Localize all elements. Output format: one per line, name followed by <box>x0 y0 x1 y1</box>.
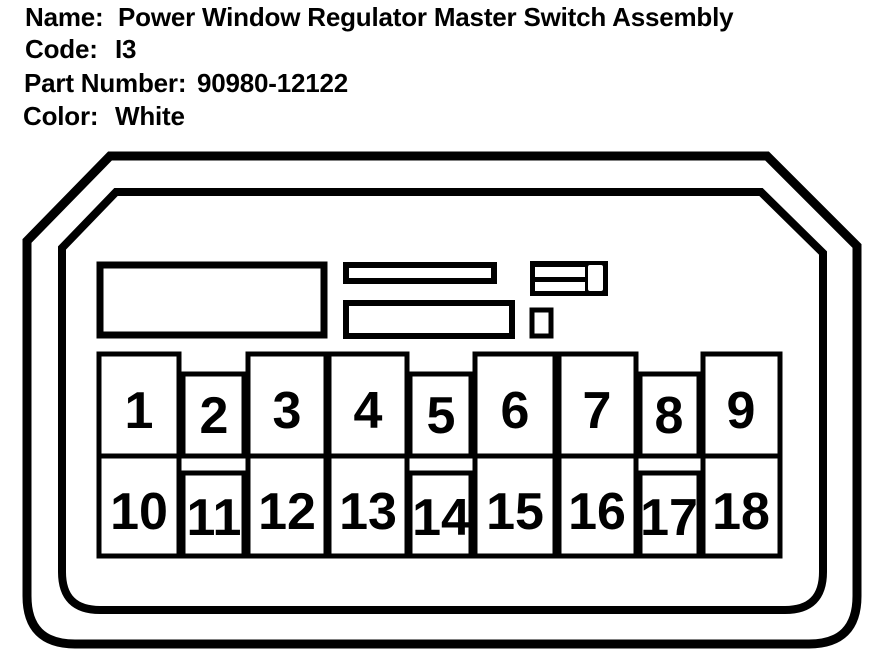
color-value: White <box>115 101 185 131</box>
pin-cavity-14 <box>407 470 474 559</box>
pin-number-9: 9 <box>727 382 756 440</box>
pin-number-18: 18 <box>712 483 770 541</box>
pin-cavity-2 <box>180 371 247 459</box>
slot-double-right-upper-opening <box>535 267 585 277</box>
pin-cavity-13 <box>326 453 410 559</box>
slot-large-left <box>96 261 328 339</box>
pin-cavity-11 <box>180 470 247 559</box>
name-label: Name: <box>25 2 104 32</box>
pin-number-6: 6 <box>501 382 530 440</box>
slot-double-right-lower-opening <box>535 282 585 291</box>
pin-cavity-8 <box>637 371 702 459</box>
slot-double-right <box>530 261 608 296</box>
pin-cavity-16 <box>556 453 639 559</box>
slot-thin-top <box>343 262 497 284</box>
code-label: Code: <box>25 34 98 64</box>
part-number-value: 90980-12122 <box>197 68 349 98</box>
color-label: Color: <box>23 101 99 131</box>
pin-number-4: 4 <box>354 382 383 440</box>
pin-cavity-12 <box>245 453 329 559</box>
pin-number-16: 16 <box>568 483 626 541</box>
pin-number-7: 7 <box>583 382 612 440</box>
pin-number-5: 5 <box>427 387 456 445</box>
pin-number-17: 17 <box>640 489 698 547</box>
connector-outline-inner <box>58 188 827 614</box>
pin-cavity-9 <box>700 351 783 459</box>
connector-outline-outer <box>22 151 862 649</box>
slot-double-right-key-opening <box>588 265 603 291</box>
pin-number-8: 8 <box>655 387 684 445</box>
name-value: Power Window Regulator Master Switch Ass… <box>118 2 734 32</box>
code-value: I3 <box>115 34 137 64</box>
pin-number-2: 2 <box>200 387 229 445</box>
pin-number-14: 14 <box>412 489 470 547</box>
pin-number-12: 12 <box>258 483 316 541</box>
pin-number-15: 15 <box>486 483 544 541</box>
pin-number-11: 11 <box>187 489 242 547</box>
pin-cavity-17 <box>637 470 702 559</box>
pin-cavity-18 <box>700 453 783 559</box>
pin-cavity-15 <box>472 453 558 559</box>
pin-cavity-3 <box>245 351 329 459</box>
pin-number-1: 1 <box>125 382 154 440</box>
part-number-label: Part Number: <box>24 68 187 98</box>
slot-wide-middle <box>343 300 515 339</box>
pin-number-10: 10 <box>110 483 168 541</box>
pin-cavity-1 <box>96 351 182 459</box>
pin-number-13: 13 <box>339 483 397 541</box>
pin-number-3: 3 <box>273 382 302 440</box>
pin-cavity-10 <box>96 453 182 559</box>
slot-small-square <box>529 307 554 339</box>
pin-cavity-7 <box>556 351 639 459</box>
pin-cavity-5 <box>407 371 474 459</box>
